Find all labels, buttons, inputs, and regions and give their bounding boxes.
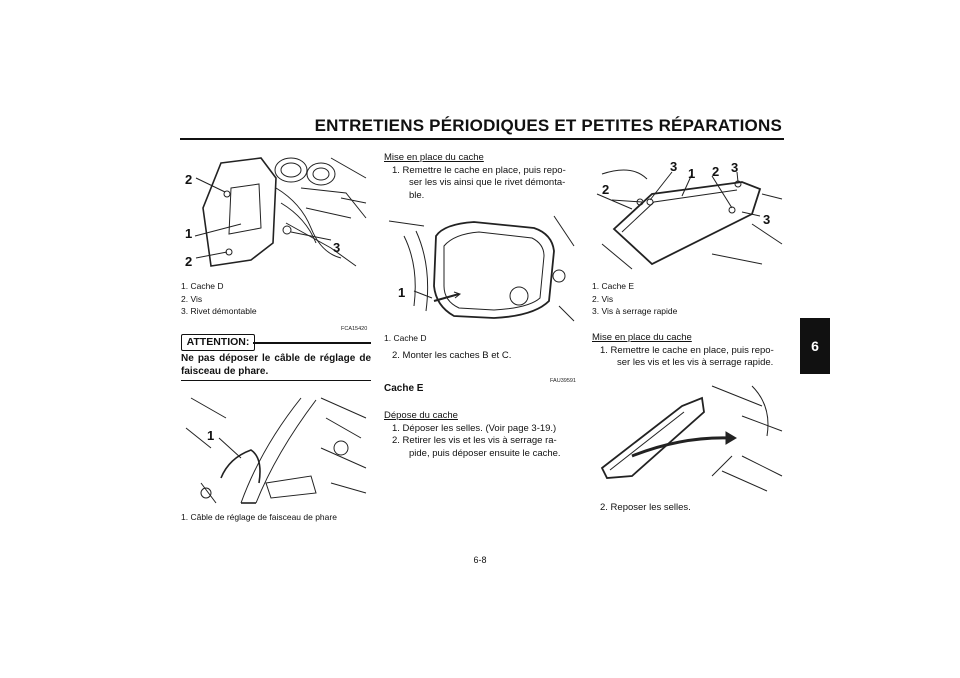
caption-item: 3. Vis à serrage rapide <box>592 306 678 316</box>
figure3-captions: 1. Cache D <box>384 332 574 345</box>
caption-item: 2. Vis <box>592 293 614 304</box>
caption-item: 1. Câble de réglage de faisceau de phare <box>181 512 337 522</box>
callout-1: 1 <box>398 285 405 300</box>
attention-end-rule <box>181 380 371 381</box>
removal-step-2: 2. Retirer les vis et les vis à serrage … <box>392 435 557 446</box>
callout-2: 2 <box>185 254 192 269</box>
reference-code: FAU39591 <box>550 378 576 384</box>
figure2-captions: 1. Câble de réglage de faisceau de phare <box>181 511 381 524</box>
figure1-captions: 1. Cache D 2. Vis 3. Rivet démontable <box>181 280 371 318</box>
install-instructions-d: Mise en place du cache 1. Remettre le ca… <box>384 152 580 202</box>
attention-rule <box>253 342 371 344</box>
figure4-captions: 1. Cache E 2. Vis 3. Vis à serrage rapid… <box>592 280 782 318</box>
reference-code: FCA15420 <box>341 326 368 332</box>
figure-cover-d-install: 1 <box>384 206 576 330</box>
callout-1: 1 <box>207 428 214 443</box>
attention-header: ATTENTION: <box>181 334 371 351</box>
removal-step-1: 1. Déposer les selles. (Voir page 3-19.) <box>392 422 557 434</box>
callout-2: 2 <box>185 172 192 187</box>
install-instructions-e: Mise en place du cache 1. Remettre le ca… <box>592 332 788 370</box>
page-number: 6-8 <box>473 555 487 565</box>
callout-3: 3 <box>763 212 770 227</box>
section-heading: Mise en place du cache <box>384 152 484 163</box>
step-1-cont: ser les vis et les vis à serrage rapide. <box>617 357 774 368</box>
step-1-cont: ser les vis ainsi que le rivet démonta- <box>409 177 566 188</box>
cover-d-install-illustration: 1 <box>388 215 575 322</box>
cover-d-illustration: 2 1 2 3 <box>185 157 367 269</box>
step-2: 2. Monter les caches B et C. <box>392 350 512 361</box>
removal-step-2-cont: pide, puis déposer ensuite le cache. <box>409 447 561 459</box>
callout-3: 3 <box>731 160 738 175</box>
figure-cover-d-removal: 2 1 2 3 <box>181 148 371 276</box>
callout-2: 2 <box>712 164 719 179</box>
caption-item: 3. Rivet démontable <box>181 306 257 316</box>
headlight-cable-illustration: 1 <box>185 397 367 504</box>
step-2: 2. Reposer les selles. <box>600 502 691 513</box>
attention-label: ATTENTION: <box>181 334 255 351</box>
cover-e-illustration: 3 1 2 3 2 3 <box>596 159 783 270</box>
callout-3: 3 <box>333 240 340 255</box>
attention-text: Ne pas déposer le câble de réglage de fa… <box>181 353 371 377</box>
caption-item: 1. Cache D <box>384 333 427 343</box>
chapter-tab[interactable]: 6 <box>800 318 830 374</box>
step-1: 1. Remettre le cache en place, puis repo… <box>392 164 566 176</box>
callout-3: 3 <box>670 159 677 174</box>
page-title: ENTRETIENS PÉRIODIQUES ET PETITES RÉPARA… <box>314 116 782 135</box>
cover-e-install-illustration <box>600 385 783 492</box>
figure-headlight-cable: 1 <box>181 388 371 508</box>
step-1-end: ble. <box>409 189 425 201</box>
figure-cover-e-install <box>592 376 784 496</box>
callout-1: 1 <box>688 166 695 181</box>
removal-instructions-e: Dépose du cache 1. Déposer les selles. (… <box>384 410 580 460</box>
caption-item: 1. Cache E <box>592 281 635 291</box>
callout-1: 1 <box>185 226 192 241</box>
section-heading: Mise en place du cache <box>592 332 692 343</box>
sub-heading: Dépose du cache <box>384 410 458 421</box>
callout-2: 2 <box>602 182 609 197</box>
figure-cover-e-removal: 3 1 2 3 2 3 <box>592 154 784 280</box>
caption-item: 2. Vis <box>181 293 203 304</box>
title-rule <box>180 138 784 140</box>
section-title-cache-e: Cache E <box>384 383 424 394</box>
step-1: 1. Remettre le cache en place, puis repo… <box>600 344 774 356</box>
caption-item: 1. Cache D <box>181 281 224 291</box>
